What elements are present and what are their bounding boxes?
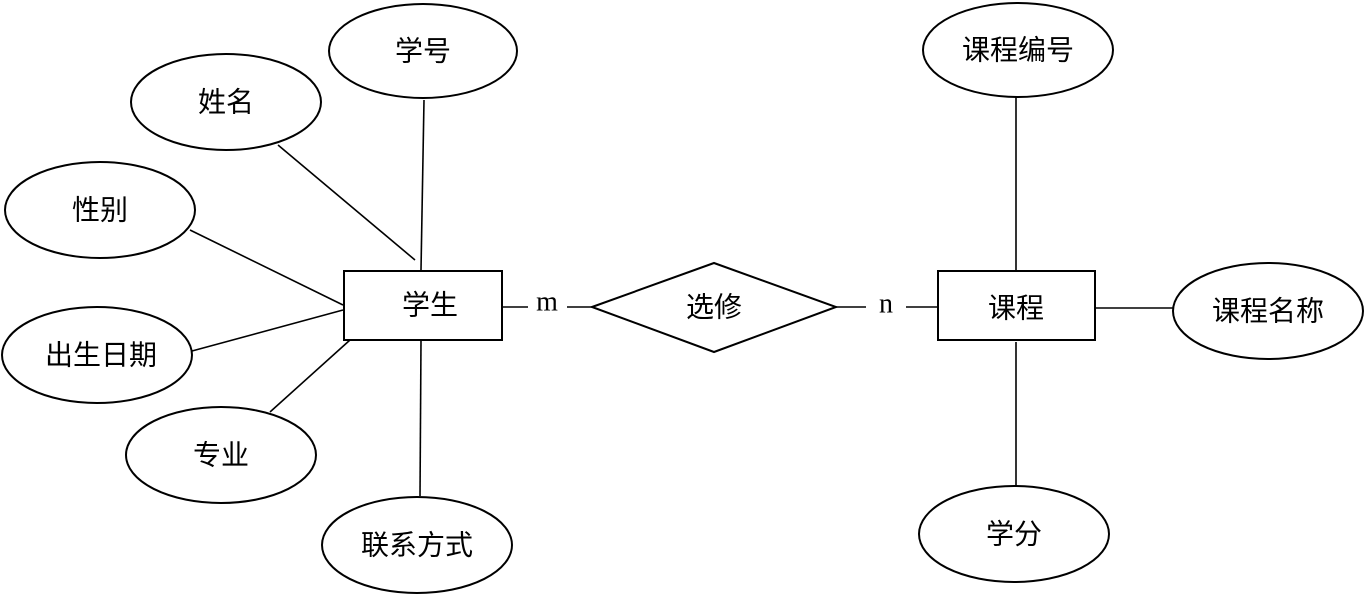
connector-student-major <box>269 339 351 413</box>
attribute-label: 课程名称 <box>1212 295 1324 328</box>
attribute-ellipse <box>328 3 518 99</box>
entity-label: 学生 <box>402 289 458 322</box>
attribute-label: 课程编号 <box>962 34 1074 67</box>
attribute-course-name: 课程名称 <box>1172 262 1364 360</box>
attribute-student-contact: 联系方式 <box>321 496 513 594</box>
connector-student-contact <box>419 340 422 497</box>
attribute-ellipse <box>1 306 193 404</box>
entity-student: 学生 <box>343 270 503 341</box>
attribute-ellipse <box>1172 262 1364 360</box>
attribute-ellipse <box>130 53 322 151</box>
connectors <box>189 96 1173 497</box>
attribute-label: 联系方式 <box>361 529 473 562</box>
attribute-ellipse <box>321 496 513 594</box>
cardinality-course: n <box>879 289 893 320</box>
attribute-student-id: 学号 <box>328 3 518 99</box>
attribute-ellipse <box>922 2 1114 98</box>
entity-course: 课程 <box>937 270 1096 341</box>
attribute-ellipse <box>125 406 317 504</box>
attribute-label: 出生日期 <box>45 339 157 372</box>
attribute-course-id: 课程编号 <box>922 2 1114 98</box>
relationship-label: 选修 <box>686 291 742 324</box>
attribute-label: 专业 <box>193 439 249 472</box>
attribute-student-name: 姓名 <box>130 53 322 151</box>
attribute-label: 学分 <box>986 518 1042 551</box>
attribute-ellipse <box>918 485 1110 583</box>
connector-student-birth-date <box>191 309 344 352</box>
cardinality-student: m <box>536 287 558 318</box>
attribute-label: 性别 <box>72 194 128 227</box>
attribute-student-gender: 性别 <box>4 161 196 259</box>
entity-label: 课程 <box>988 292 1044 325</box>
attribute-label: 学号 <box>395 35 451 68</box>
connector-student-name <box>277 144 416 261</box>
entity-box <box>343 270 503 341</box>
attribute-label: 姓名 <box>198 86 254 119</box>
entity-box <box>937 270 1096 341</box>
attribute-student-major: 专业 <box>125 406 317 504</box>
attribute-ellipse <box>4 161 196 259</box>
connector-student-id <box>420 99 425 271</box>
attribute-course-credit: 学分 <box>918 485 1110 583</box>
connector-student-gender <box>189 229 344 306</box>
relationship-diamond <box>589 261 839 354</box>
attribute-student-birth-date: 出生日期 <box>1 306 193 404</box>
relationship-enrolls: 选修 <box>589 261 839 354</box>
